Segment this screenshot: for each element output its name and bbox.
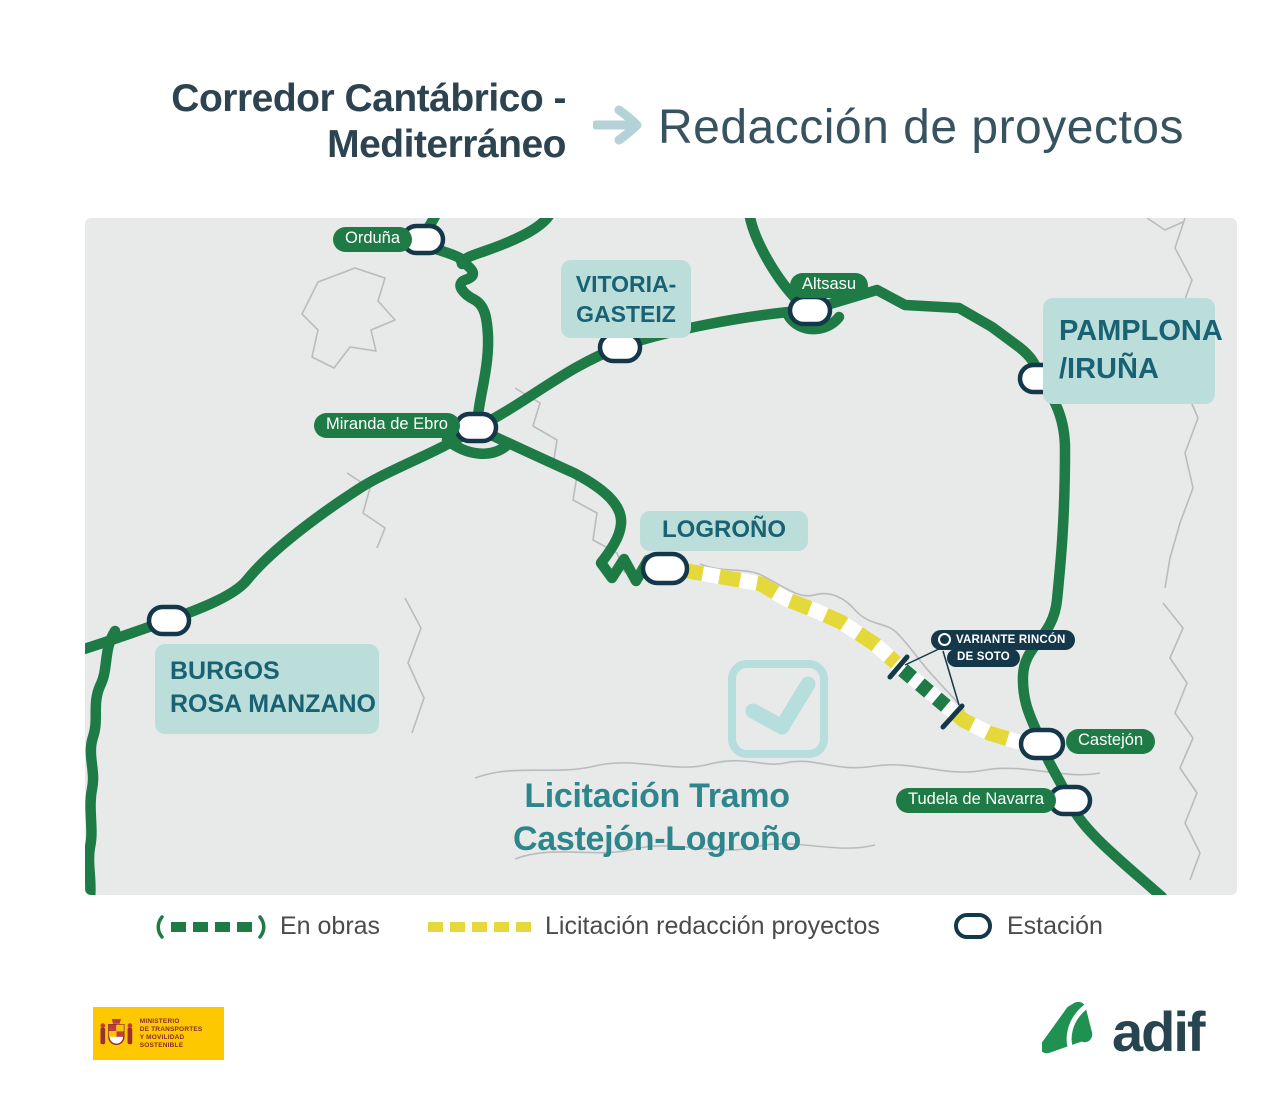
- railway-map: Orduña Altsasu Miranda de Ebro Castejón …: [85, 218, 1237, 895]
- variante-line2: DE SOTO: [947, 649, 1020, 667]
- label-castejon: Castejón: [1066, 729, 1156, 754]
- variante-row1: VARIANTE RINCÓN: [931, 630, 1076, 650]
- railway-map-canvas: [85, 218, 1201, 895]
- licitacion-dashed-line-2: [950, 707, 1038, 753]
- ministry-line1: MINISTERIO: [139, 1017, 180, 1025]
- ministry-line2: DE TRANSPORTES: [139, 1025, 203, 1033]
- station-icon-miranda: [453, 411, 499, 444]
- label-orduna: Orduña: [333, 227, 413, 252]
- licitacion-dash-icon: [428, 921, 531, 932]
- variante-line1: VARIANTE RINCÓN: [956, 633, 1066, 646]
- adif-leaf-icon: [1042, 1001, 1093, 1057]
- label-miranda: Miranda de Ebro: [314, 413, 460, 438]
- ministry-text: MINISTERIO DE TRANSPORTES Y MOVILIDAD SO…: [140, 1018, 224, 1050]
- rail-altsasu-pamplona: [804, 284, 1046, 385]
- title-line1: Corredor Cantábrico -: [171, 77, 566, 120]
- pamplona-line1: PAMPLONA: [1059, 315, 1223, 347]
- rail-burgos-south-branch: [85, 625, 121, 895]
- en-obras-dash-icon: [156, 914, 266, 939]
- label-connector-lines: [904, 647, 960, 706]
- variante-point-icon: [938, 633, 951, 646]
- en-obras-dashed-line: [898, 664, 952, 713]
- legend-en-obras-label: En obras: [280, 912, 381, 940]
- section-ticks: [887, 647, 965, 730]
- label-burgos-rosa-manzano: BURGOS ROSA MANZANO: [155, 644, 379, 734]
- ministry-line3: Y MOVILIDAD SOSTENIBLE: [139, 1033, 185, 1049]
- highlight-line2: Castejón-Logroño: [513, 820, 801, 858]
- burgos-line2: ROSA MANZANO: [170, 690, 377, 718]
- label-altsasu: Altsasu: [790, 273, 869, 298]
- rail-miranda-logrono: [470, 422, 671, 587]
- title-line2: Mediterráneo: [327, 123, 566, 166]
- adif-wordmark: adif: [1112, 1000, 1206, 1063]
- label-tudela: Tudela de Navarra: [896, 788, 1057, 813]
- station-icon-logrono: [640, 551, 690, 586]
- rail-miranda-delta: [441, 434, 512, 459]
- rail-top-second: [456, 218, 554, 270]
- licitacion-dashed-line: [680, 562, 902, 669]
- legend-licitacion: Licitación redacción proyectos: [428, 912, 880, 941]
- station-icon-burgos: [146, 604, 192, 637]
- tick-mark-1: [887, 654, 910, 680]
- label-pamplona-iruna: PAMPLONA /IRUÑA: [1043, 298, 1223, 404]
- legend-licitacion-label: Licitación redacción proyectos: [545, 912, 880, 940]
- station-icon-altsasu: [787, 294, 833, 327]
- label-logrono: LOGROÑO: [640, 511, 808, 551]
- estacion-icon: [954, 913, 992, 939]
- station-icon-castejon: [1018, 727, 1066, 761]
- adif-logo: adif: [1042, 1000, 1206, 1064]
- legend-estacion: Estación: [952, 911, 1103, 941]
- vitoria-line1: VITORIA-: [575, 271, 677, 297]
- vitoria-line2: GASTEIZ: [576, 301, 676, 327]
- spain-coat-of-arms-icon: [100, 1018, 133, 1045]
- label-vitoria-gasteiz: VITORIA- GASTEIZ: [561, 260, 691, 338]
- legend-en-obras: En obras: [155, 912, 380, 941]
- rail-miranda-burgos-west: [85, 422, 482, 655]
- rail-orduna-miranda: [455, 255, 494, 436]
- tick-mark-2: [940, 703, 965, 730]
- burgos-line1: BURGOS: [170, 657, 280, 685]
- highlight-line1: Licitación Tramo: [524, 777, 790, 815]
- label-variante-rincon-de-soto: VARIANTE RINCÓN DE SOTO: [931, 630, 1076, 667]
- arrow-right-icon: [593, 105, 642, 145]
- pamplona-line2: /IRUÑA: [1059, 353, 1159, 385]
- page-subtitle: Redacción de proyectos: [658, 101, 1184, 154]
- highlight-title: Licitación Tramo Castejón-Logroño: [457, 775, 857, 861]
- ministry-logo: MINISTERIO DE TRANSPORTES Y MOVILIDAD SO…: [93, 1007, 224, 1060]
- legend-estacion-label: Estación: [1007, 911, 1103, 940]
- station-icon-vitoria: [597, 331, 643, 364]
- checkbox-icon: [728, 660, 828, 758]
- page-title: Corredor Cantábrico - Mediterráneo: [80, 76, 566, 168]
